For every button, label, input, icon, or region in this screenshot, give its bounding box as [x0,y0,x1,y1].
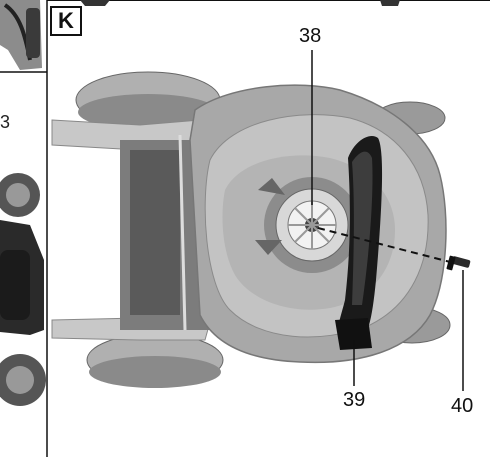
callout-blade-number: 39 [343,389,366,411]
callout-hub-number: 38 [299,25,322,47]
callout-bolt-number: 40 [451,395,474,417]
previous-panel-number: 3 [0,112,11,132]
mower-blade [335,136,383,350]
panel-label: K [50,6,82,36]
motor-hub [255,177,360,273]
previous-panel-fragment [0,0,48,457]
blade-bolt [317,227,471,271]
mower-deck [51,71,451,388]
